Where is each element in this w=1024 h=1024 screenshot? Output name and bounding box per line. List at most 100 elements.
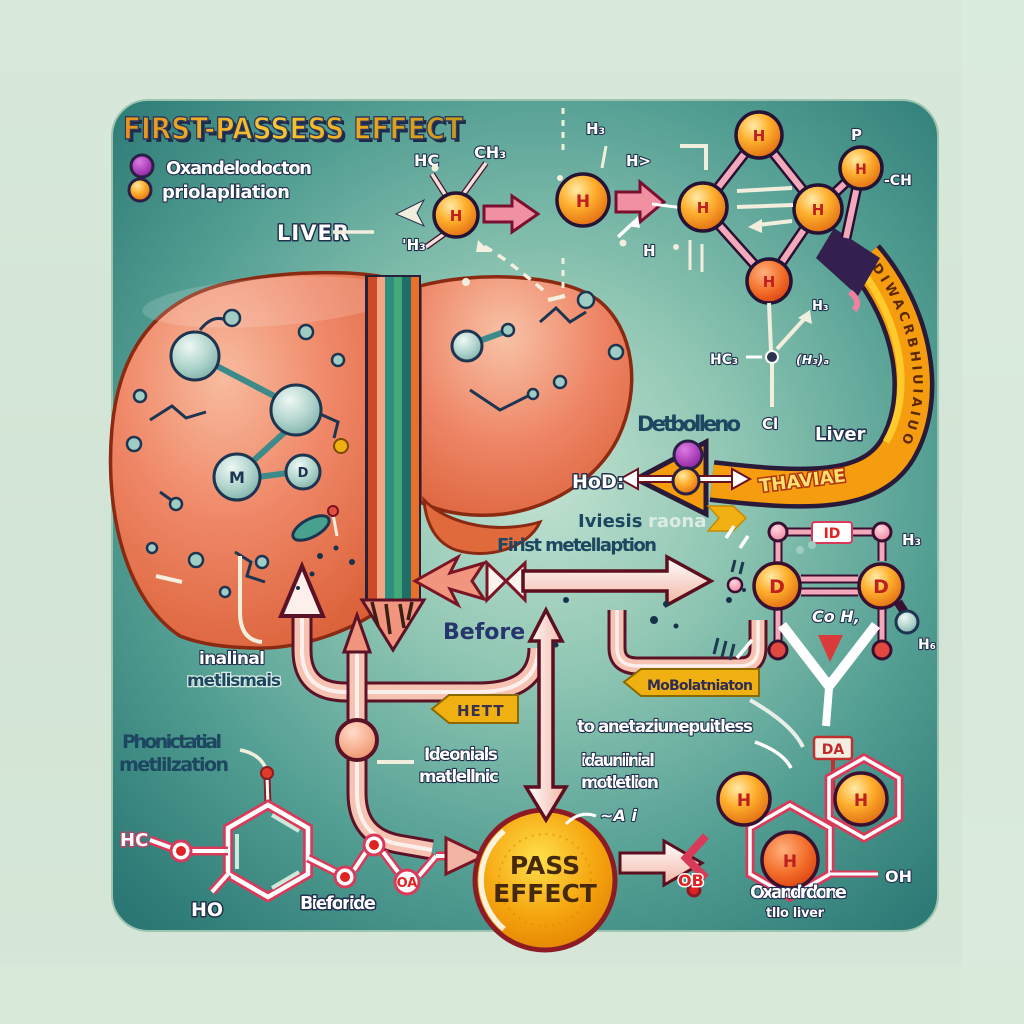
equilibrium-arrowhead	[748, 219, 762, 233]
benzene-inner-bonds	[235, 813, 301, 890]
raona-label: raona	[648, 511, 706, 532]
liver-pin-head	[327, 505, 339, 517]
liver-molecule-links	[211, 329, 506, 480]
zigzag-chain: OA	[305, 833, 488, 896]
sphere3-atom: H	[697, 199, 710, 217]
ox-sphere-1	[716, 771, 772, 827]
mobol-badge-label: MoBolatniaton	[647, 678, 753, 694]
liver-annotations: inalinal metlismais Phonictatial metlilz…	[119, 556, 282, 776]
hgt-label: H>	[626, 152, 651, 170]
inat1-label: inalinal	[199, 649, 265, 669]
cluster-sphere-p	[838, 145, 884, 191]
w-arrowhead-icon	[778, 621, 880, 695]
hex2	[827, 755, 901, 841]
idaun1-label: idauniinial	[581, 751, 655, 771]
ai-label: ~A i	[600, 806, 637, 825]
hod-label: HoD:	[572, 471, 624, 493]
up-arrowhead	[277, 560, 327, 618]
orange-molecule	[671, 466, 701, 496]
sphere1-atom: H	[450, 207, 463, 225]
background-band-bottom	[0, 964, 1024, 1024]
idaun-leader-curve	[754, 740, 793, 769]
ox2-atom: H	[783, 852, 797, 872]
purple-molecule	[672, 439, 704, 471]
idaun2-label: motletlion	[581, 773, 659, 793]
detbolleno-label: Detbolleno	[637, 412, 741, 436]
phon1-label: Phonictatial	[122, 731, 222, 753]
w-red-triangle	[818, 635, 843, 662]
liver-sphere-m	[212, 452, 262, 502]
ribbon-start-wedge	[816, 228, 880, 296]
oxandrdone-molecule: H H H OB OH Oxandrdone tllo liver	[677, 752, 913, 922]
yellow-chevron-icon	[706, 505, 748, 532]
iii-marks	[712, 559, 745, 661]
top-reaction-sequence: HC CH₃ 'H₃ H H H H H H H P -CH H₃ H> H	[401, 108, 913, 305]
da-label: DA	[822, 742, 845, 758]
tick-marks	[561, 108, 704, 298]
liver-lower-lobe	[422, 496, 543, 555]
coh-label: Co H,	[812, 607, 860, 626]
cluster-top-atom: H	[753, 127, 766, 145]
cluster-sphere-right	[792, 183, 844, 235]
corner-bl	[767, 639, 789, 661]
vessel-band	[359, 275, 427, 653]
stem-dot	[260, 766, 274, 780]
hod-arrowhead-right	[731, 467, 753, 491]
cluster-p-atom: H	[855, 162, 867, 178]
white-ticks	[724, 525, 754, 660]
ink-specks	[296, 545, 746, 648]
left-branch	[148, 835, 228, 863]
bracket-icon	[680, 144, 708, 170]
mid-labels: Iviesis raona Firist metellaption	[497, 505, 748, 556]
legend-dot-purple	[129, 153, 155, 179]
dashed-leader-curve	[483, 244, 545, 292]
liver-sphere-2	[269, 383, 323, 437]
hc-bottom-label: HC	[120, 830, 148, 851]
w-tail	[822, 687, 833, 727]
cluster-bottom-atom: H	[763, 273, 776, 291]
mini-arrowhead	[628, 216, 640, 228]
branch-arrowhead	[798, 310, 812, 324]
tube-b-tip	[341, 610, 373, 654]
long-arrow-body	[521, 554, 715, 608]
h3-branch-label: H₃	[812, 299, 829, 314]
tube-b	[335, 610, 434, 861]
liver-pin	[331, 513, 339, 537]
liver-sphere-1	[169, 330, 221, 382]
vertical-double-arrow	[522, 606, 570, 824]
misc-decorations	[296, 240, 746, 648]
het-badge: HETT	[430, 694, 519, 724]
pink-dot	[726, 576, 744, 594]
bieforide-label: Bieforide	[300, 893, 376, 914]
title-shadow: FIRST-PASSESS EFFECT	[126, 115, 466, 150]
red-dot	[686, 882, 702, 898]
liver-sphere-right	[450, 329, 484, 363]
inat2-label: metlismais	[187, 671, 281, 691]
cl-label: Cl	[762, 415, 778, 433]
h6-label: H₆	[918, 637, 936, 653]
da-sign: DA	[812, 735, 854, 790]
d-left-atom: D	[769, 576, 785, 598]
iviesis-label: Iviesis	[578, 511, 642, 532]
d-molecule: D D ID H₃ H₆ Co H,	[712, 521, 937, 727]
output-arrow	[618, 838, 705, 888]
pass-label-2: EFFECT	[493, 879, 597, 908]
teal-specks	[796, 541, 816, 554]
ch3-label: CH₃	[474, 143, 506, 162]
liver-white-label: Liver	[815, 424, 866, 445]
reaction-arrow-2	[614, 178, 667, 226]
reaction-arrow-1	[482, 193, 541, 235]
d-sphere-left	[752, 561, 802, 611]
h3-apos-label: 'H₃	[402, 236, 426, 254]
branch-structure: HC₃ H₃ (H₃)ₐ Cl	[709, 298, 831, 434]
ho-label: HO	[191, 899, 223, 921]
pass-highlight	[478, 828, 506, 932]
id-box	[811, 521, 853, 544]
circle-output: ~A i	[564, 805, 705, 898]
to-anet-label: to anetaziunepuitless	[577, 717, 753, 737]
tube-c	[607, 610, 768, 676]
ch-side-label: -CH	[884, 173, 912, 189]
header: FIRST-PASSESS EFFECT FIRST-PASSESS EFFEC…	[122, 111, 466, 246]
badge-leader-curve	[749, 698, 805, 748]
liver-sphere-d-label: D	[298, 466, 309, 481]
